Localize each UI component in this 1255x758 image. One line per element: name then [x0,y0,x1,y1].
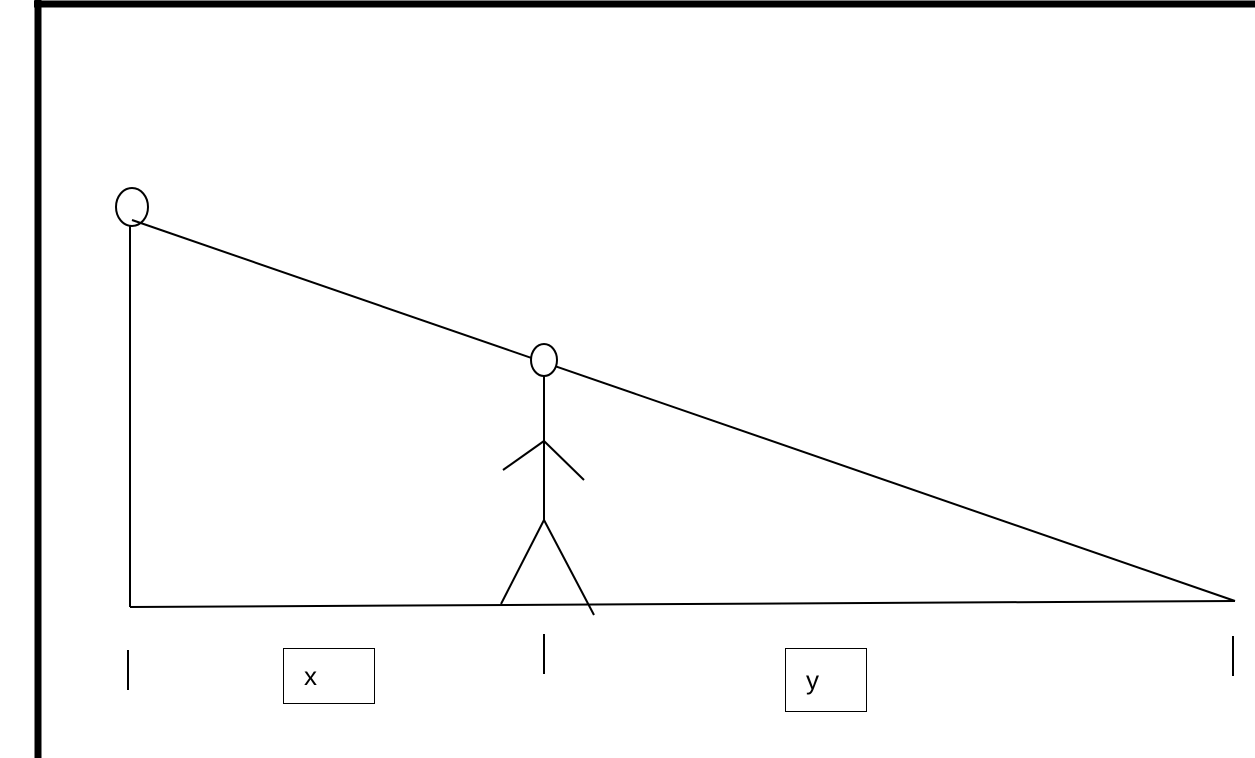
measure-ticks [127,634,1234,690]
distance-x-text: x [304,660,317,691]
person-right-arm [543,440,585,481]
lamp-light [115,187,149,227]
person-head [530,343,558,377]
lamp-post [115,187,149,607]
frame [34,0,1255,758]
shadow-y-text: y [806,664,819,695]
ground-line [129,600,1236,608]
person-left-arm [502,440,545,471]
person-right-leg [543,519,595,616]
person-figure [500,343,595,616]
person-left-leg [500,519,545,605]
light-ray [131,219,1236,602]
shadow-y-label: y [785,648,867,712]
distance-x-label: x [283,648,375,704]
